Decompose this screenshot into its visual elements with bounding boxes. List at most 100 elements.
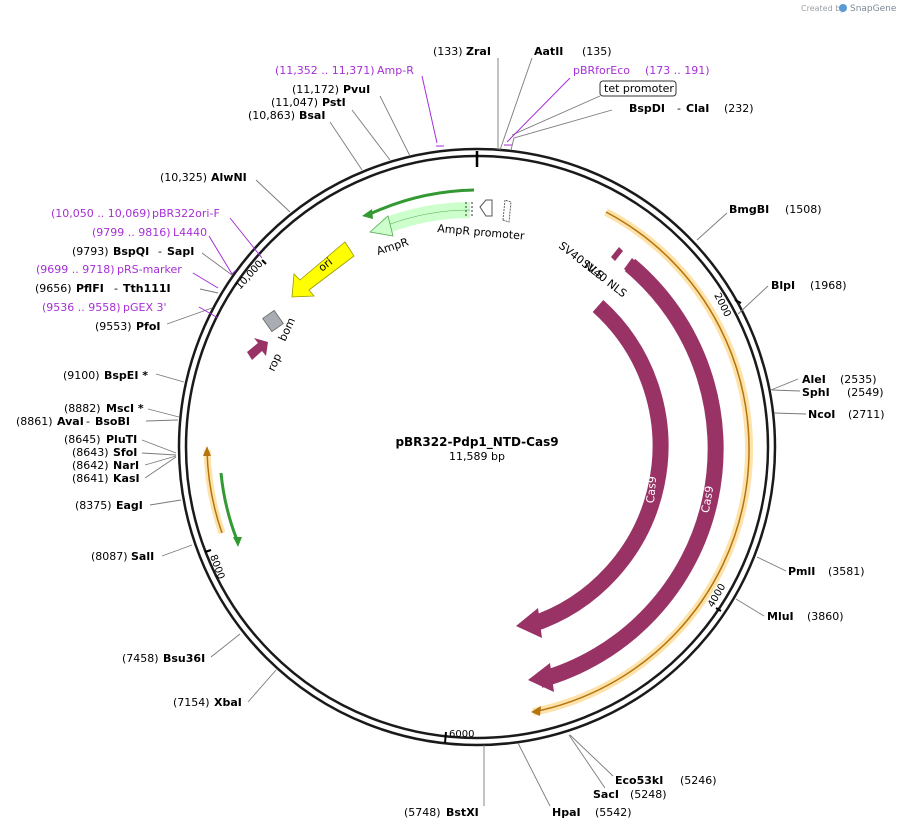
leader-bspqi — [201, 252, 233, 276]
bspei-name: BspEI * — [104, 369, 148, 382]
leader-mlui — [735, 598, 765, 617]
ampr-arc-outline — [384, 209, 471, 227]
leader-ncoi — [773, 412, 807, 415]
tick-6000 — [444, 731, 447, 744]
msci-pos: (8882) — [64, 402, 101, 415]
pflfi-dash: - — [114, 282, 118, 295]
avai-pos: (8861) — [16, 415, 53, 428]
sv40-nls-2-label: SV40 NLS — [579, 257, 629, 300]
sv40-nls-2-arrow — [624, 258, 636, 272]
leader-alwni — [255, 179, 291, 213]
primer-leaders — [192, 75, 571, 319]
leader-xbai — [247, 669, 277, 703]
leader-psti — [351, 109, 391, 161]
pvui-pos: (11,172) — [292, 83, 339, 96]
ampr-promoter-label: AmpR promoter — [437, 222, 526, 243]
amp-r-name: Amp-R — [377, 64, 414, 77]
orf-right-arrowhead — [531, 706, 541, 716]
leader-bspei — [155, 373, 185, 383]
bmgbi-pos: (1508) — [785, 203, 822, 216]
leader-pgex3-primer — [198, 306, 219, 319]
blpi-name: BlpI — [771, 279, 795, 292]
pbrforeco-name: pBRforEco — [573, 64, 630, 77]
ori-arrow — [291, 241, 355, 298]
leader-nari — [144, 455, 177, 466]
zrai-pos: (133) — [433, 45, 463, 58]
leader-bsai — [329, 121, 363, 171]
orf-top-arc — [369, 188, 475, 216]
cas9-label-inner: Cas9 — [644, 476, 659, 504]
pluti-name: PluTI — [106, 433, 137, 446]
pfoi-pos: (9553) — [95, 320, 132, 333]
bsu36i-pos: (7458) — [122, 652, 159, 665]
sali-name: SalI — [131, 550, 154, 563]
psti-pos: (11,047) — [271, 96, 318, 109]
sfoi-name: SfoI — [113, 446, 137, 459]
leader-pbr322ori-primer — [229, 217, 263, 259]
psti-name: PstI — [322, 96, 346, 109]
l4440-name: L4440 — [173, 226, 207, 239]
pluti-pos: (8645) — [64, 433, 101, 446]
cas9-outer-arc — [537, 258, 724, 688]
ampr-label: AmpR — [375, 235, 411, 258]
ampr-arrowhead — [369, 215, 394, 237]
backbone — [177, 147, 777, 747]
pvui-name: PvuI — [343, 83, 370, 96]
bstxi-name: BstXI — [446, 806, 479, 819]
tet-promoter-box — [599, 80, 677, 97]
leader-msci — [147, 408, 180, 418]
eagi-pos: (8375) — [75, 499, 112, 512]
leader-sali — [161, 544, 193, 557]
l4440-range: (9799 .. 9816) — [92, 226, 171, 239]
bspqi-dash: - — [158, 245, 162, 258]
hpai-pos: (5542) — [595, 806, 632, 819]
bsai-name: BsaI — [299, 109, 325, 122]
backbone-outer — [177, 147, 777, 747]
cas9-label-outer: Cas9 — [699, 485, 717, 514]
tick-4000 — [715, 607, 722, 612]
pmli-name: PmlI — [788, 565, 815, 578]
mlui-pos: (3860) — [807, 610, 844, 623]
msci-name: MscI * — [106, 402, 144, 415]
leader-sphi — [771, 389, 801, 392]
saci-name: SacI — [593, 788, 619, 801]
alei-name: AleI — [802, 373, 826, 386]
nari-pos: (8642) — [72, 459, 109, 472]
prs-marker-range: (9699 .. 9718) — [36, 263, 115, 276]
hpai-name: HpaI — [552, 806, 581, 819]
kasi-name: KasI — [113, 472, 140, 485]
avai-name: AvaI — [57, 415, 84, 428]
leader-eagi — [149, 499, 182, 506]
cas9-inner-arc — [527, 300, 669, 633]
bspdi-dash: - — [677, 102, 681, 115]
leader-l4440-primer — [208, 235, 237, 275]
leader-lines — [141, 57, 807, 807]
leader-avai — [145, 419, 179, 422]
tet-promoter-label: tet promoter — [604, 82, 674, 95]
pflfi-name: PflFI — [76, 282, 104, 295]
leader-pvui — [379, 95, 411, 157]
leader-aatii — [499, 57, 533, 151]
avai-dash: - — [86, 415, 90, 428]
saci-pos: (5248) — [630, 788, 667, 801]
leader-pluti — [141, 439, 177, 454]
rop-label: rop — [265, 351, 284, 373]
pgex3-name: pGEX 3' — [123, 301, 167, 314]
blpi-pos: (1968) — [810, 279, 847, 292]
prs-marker-name: pRS-marker — [117, 263, 182, 276]
bsu36i-name: Bsu36I — [163, 652, 205, 665]
leader-bsu36i — [210, 633, 241, 658]
alwni-name: AlwNI — [211, 171, 247, 184]
plasmid-length: 11,589 bp — [449, 450, 505, 463]
leader-blpi — [737, 285, 769, 315]
kasi-pos: (8641) — [72, 472, 109, 485]
leader-pflfi — [199, 288, 219, 294]
bsobi-name: BsoBI — [95, 415, 130, 428]
cas9-inner-arrowhead — [516, 608, 542, 638]
bspqi-name: BspQI — [113, 245, 149, 258]
tick-label-6000: 6000 — [449, 729, 474, 740]
leader-bspdi — [510, 109, 613, 151]
ncoi-name: NcoI — [808, 408, 835, 421]
pgex3-range: (9536 .. 9558) — [42, 301, 121, 314]
